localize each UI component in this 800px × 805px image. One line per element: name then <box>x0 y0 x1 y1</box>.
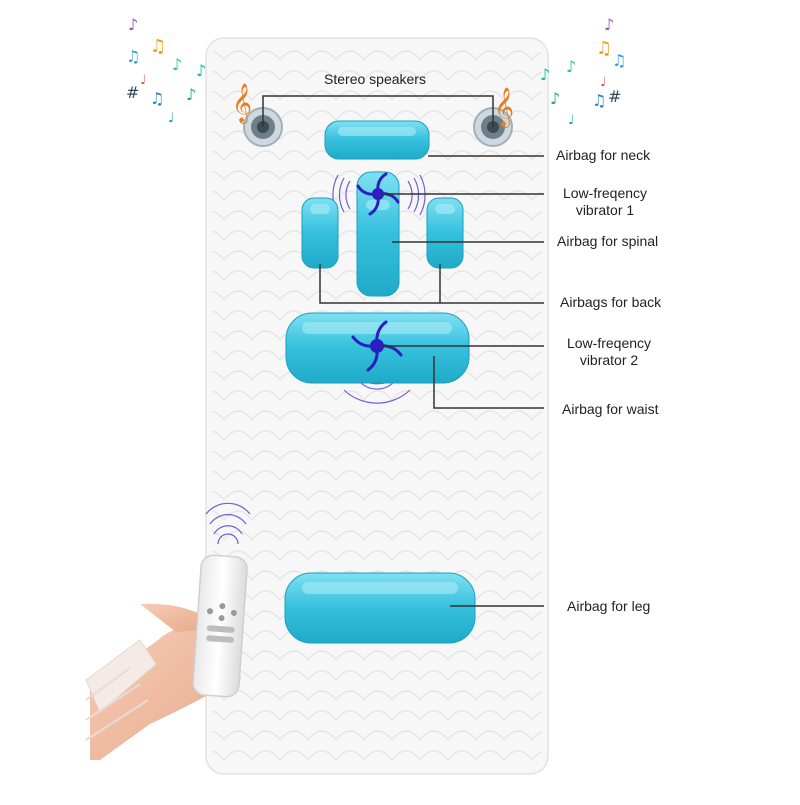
leader-waist <box>433 356 544 409</box>
airbag-back-right <box>426 197 464 269</box>
svg-text:♩: ♩ <box>568 113 574 128</box>
leader-back <box>319 264 544 304</box>
svg-text:♫: ♫ <box>150 36 166 57</box>
music-notes-left-icon: ♪ ♫ ♫ ♪ ♩ ♪ # ♫ ♪ ♩ 𝄞 <box>126 15 252 126</box>
label-airbag-leg: Airbag for leg <box>567 598 651 614</box>
airbag-neck <box>324 120 430 160</box>
svg-text:♪: ♪ <box>186 85 196 104</box>
remote-control <box>192 554 248 698</box>
svg-text:♫: ♫ <box>126 47 140 66</box>
music-notes-right-icon: ♪ ♫ ♫ ♪ ♩ ♪ # ♫ ♪ ♩ 𝄞 <box>494 15 626 128</box>
svg-text:♪: ♪ <box>540 65 550 84</box>
vibration-waves-1 <box>332 174 426 216</box>
svg-text:♫: ♫ <box>150 89 164 108</box>
label-airbag-neck: Airbag for neck <box>556 147 651 163</box>
svg-text:♪: ♪ <box>128 15 138 34</box>
label-vibrator-1-line2: vibrator 1 <box>575 202 635 218</box>
label-vibrator-2: Low-freqency vibrator 2 <box>548 335 670 369</box>
svg-text:♩: ♩ <box>600 75 606 90</box>
label-airbag-spinal: Airbag for spinal <box>557 233 659 249</box>
label-airbag-waist: Airbag for waist <box>562 401 659 417</box>
label-vibrator-2-line1: Low-freqency <box>566 335 652 351</box>
svg-text:♪: ♪ <box>172 55 182 74</box>
svg-text:♫: ♫ <box>596 38 612 59</box>
svg-text:𝄞: 𝄞 <box>232 83 252 124</box>
svg-text:♪: ♪ <box>550 89 560 108</box>
svg-text:♫: ♫ <box>592 91 606 110</box>
svg-text:♩: ♩ <box>168 111 174 126</box>
svg-text:#: # <box>126 83 139 102</box>
label-vibrator-2-line2: vibrator 2 <box>579 352 639 368</box>
remote-vibration-waves <box>205 502 251 545</box>
svg-text:♪: ♪ <box>196 61 206 80</box>
speaker-leader-line <box>262 95 494 127</box>
airbag-leg <box>284 572 476 644</box>
svg-text:♪: ♪ <box>566 57 576 76</box>
label-airbags-back: Airbags for back <box>560 294 662 310</box>
svg-text:𝄞: 𝄞 <box>494 87 514 128</box>
leader-lines <box>319 155 544 607</box>
vibrator-1-icon <box>356 172 400 216</box>
svg-text:#: # <box>608 87 621 106</box>
svg-text:♪: ♪ <box>604 15 614 34</box>
airbag-back-left <box>301 197 339 269</box>
svg-text:♩: ♩ <box>140 73 146 88</box>
label-vibrator-1-line1: Low-freqency <box>562 185 648 201</box>
label-vibrator-1: Low-freqency vibrator 1 <box>544 185 666 219</box>
svg-text:♫: ♫ <box>612 51 626 70</box>
vibrator-2-icon <box>351 320 403 372</box>
label-stereo-speakers: Stereo speakers <box>324 71 426 87</box>
